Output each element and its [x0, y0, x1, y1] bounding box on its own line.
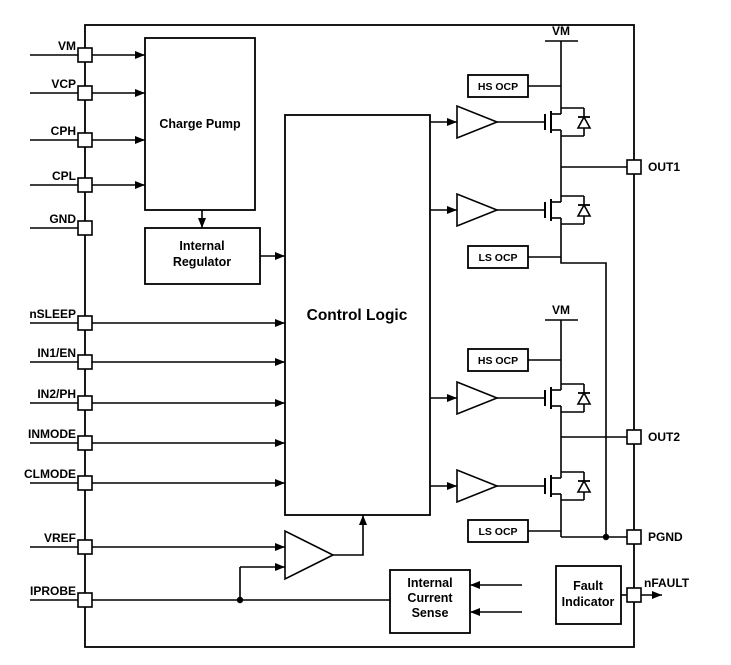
charge-pump-block: Charge Pump: [144, 37, 256, 211]
control-logic-block: Control Logic: [284, 114, 431, 516]
pin-in1-en: IN1/EN: [30, 346, 93, 370]
ics-label-line3: Sense: [412, 606, 449, 620]
ls-gate-driver-1: [456, 192, 500, 228]
hs-ocp-label-2: HS OCP: [478, 355, 518, 367]
internal-current-sense-block: Internal Current Sense: [389, 569, 522, 634]
pin-nfault: nFAULT: [621, 576, 690, 603]
pin-label-vm: VM: [58, 39, 76, 53]
pin-label-iprobe: IPROBE: [30, 584, 76, 598]
comparator-output-wire: [333, 515, 367, 556]
ls1-source-to-pgnd-wire: [560, 218, 607, 537]
pin-iprobe: IPROBE: [30, 584, 93, 608]
ls-ocp-label-2: LS OCP: [478, 526, 517, 538]
vref-comparator-triangle: [284, 529, 335, 581]
hs-ocp-block-1: HS OCP: [467, 74, 561, 98]
pin-inmode: INMODE: [28, 427, 93, 451]
half-bridge-2: VM: [544, 303, 591, 537]
pin-clmode: CLMODE: [24, 467, 93, 491]
pin-pgnd: PGND: [561, 529, 683, 545]
ics-label-line2: Current: [407, 591, 453, 605]
hs-gate-driver-1: [456, 104, 500, 140]
pin-label-in2-ph: IN2/PH: [37, 387, 76, 401]
pin-vref: VREF: [30, 531, 93, 555]
control-logic-label: Control Logic: [307, 307, 408, 324]
pin-label-pgnd: PGND: [648, 530, 683, 544]
pin-vm: VM: [30, 39, 93, 63]
pin-label-nsleep: nSLEEP: [29, 307, 76, 321]
pin-cph: CPH: [30, 124, 93, 148]
pin-label-cpl: CPL: [52, 169, 76, 183]
pin-label-inmode: INMODE: [28, 427, 76, 441]
fault-indicator-label-line2: Indicator: [562, 595, 615, 609]
vm-rail-label-1: VM: [552, 24, 570, 38]
iprobe-junction-dot: [236, 596, 244, 604]
ls-ocp-label-1: LS OCP: [478, 252, 517, 264]
charge-pump-label: Charge Pump: [159, 117, 241, 131]
ls-gate-driver-2: [456, 468, 500, 504]
vref-comparator: [92, 515, 367, 600]
pin-label-vref: VREF: [44, 531, 76, 545]
internal-regulator-block: Internal Regulator: [144, 227, 261, 285]
charge-pump-input-wires: [92, 51, 145, 189]
pin-vcp: VCP: [30, 77, 93, 101]
pin-label-nfault: nFAULT: [644, 576, 690, 590]
pin-label-out1: OUT1: [648, 160, 680, 174]
pgnd-junction-dot: [602, 533, 610, 541]
half-bridge-1: VM: [544, 24, 607, 537]
ls-ocp-block-2: LS OCP: [467, 519, 561, 543]
ls-ocp-block-1: LS OCP: [467, 245, 561, 269]
pin-out2: OUT2: [561, 429, 680, 445]
hs-ocp-label-1: HS OCP: [478, 81, 518, 93]
internal-regulator-label-line2: Regulator: [173, 255, 231, 269]
gate-driver-buffers: [430, 104, 545, 504]
hs-ocp-block-2: HS OCP: [467, 348, 561, 372]
pin-gnd: GND: [30, 212, 93, 236]
iprobe-wire: [92, 596, 390, 604]
pin-label-vcp: VCP: [51, 77, 76, 91]
pin-nsleep: nSLEEP: [29, 307, 93, 331]
pin-label-in1-en: IN1/EN: [37, 346, 76, 360]
pin-label-clmode: CLMODE: [24, 467, 76, 481]
pin-out1: OUT1: [561, 159, 680, 175]
hs-gate-driver-2: [456, 380, 500, 416]
internal-regulator-label-line1: Internal: [179, 239, 224, 253]
fault-indicator-label-line1: Fault: [573, 579, 604, 593]
pin-label-gnd: GND: [49, 212, 76, 226]
pin-in2-ph: IN2/PH: [30, 387, 93, 411]
control-logic-input-wires: [92, 319, 285, 487]
pin-label-cph: CPH: [51, 124, 76, 138]
pin-cpl: CPL: [30, 169, 93, 193]
ics-label-line1: Internal: [407, 576, 452, 590]
vm-rail-label-2: VM: [552, 303, 570, 317]
pin-label-out2: OUT2: [648, 430, 680, 444]
fault-indicator-block: Fault Indicator: [555, 565, 622, 625]
